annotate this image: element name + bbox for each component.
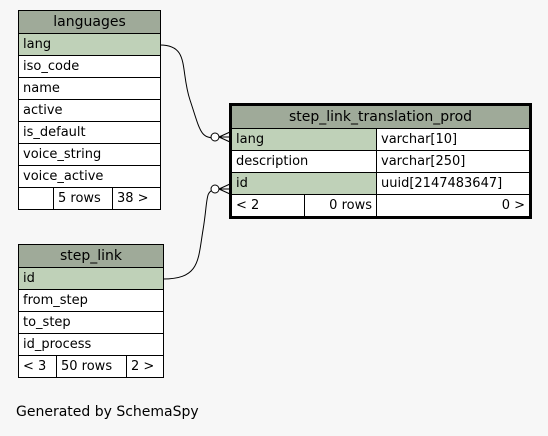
- column-lang[interactable]: lang: [17, 33, 162, 56]
- column-name[interactable]: name: [17, 77, 162, 100]
- footer-children[interactable]: 0 >: [375, 194, 531, 217]
- column-description[interactable]: description: [231, 150, 377, 173]
- footer-children[interactable]: 2 >: [125, 355, 165, 378]
- column-id[interactable]: id: [231, 172, 377, 195]
- column-id-type: uuid[2147483647]: [375, 172, 531, 195]
- edge-lang-to-languages: [159, 44, 216, 139]
- column-iso-code[interactable]: iso_code: [17, 55, 162, 78]
- table-languages[interactable]: languages lang iso_code name active is_d…: [17, 10, 162, 210]
- edge-lang-optional-marker: [210, 132, 220, 142]
- column-id-process[interactable]: id_process: [17, 333, 165, 356]
- column-active[interactable]: active: [17, 99, 162, 122]
- column-description-type: varchar[250]: [375, 150, 531, 173]
- table-title[interactable]: languages: [17, 10, 162, 34]
- edge-id-to-step-link: [162, 189, 216, 280]
- table-step-link[interactable]: step_link id from_step to_step id_proces…: [17, 244, 165, 378]
- column-voice-string[interactable]: voice_string: [17, 143, 162, 166]
- footer-row-count: 0 rows: [304, 194, 377, 217]
- edge-id-optional-marker: [210, 184, 220, 194]
- column-voice-active[interactable]: voice_active: [17, 165, 162, 188]
- column-to-step[interactable]: to_step: [17, 311, 165, 334]
- table-step-link-translation-prod[interactable]: step_link_translation_prod lang varchar[…: [228, 103, 533, 219]
- footer-parents[interactable]: < 2: [231, 194, 305, 217]
- table-title[interactable]: step_link_translation_prod: [230, 105, 531, 129]
- footer-parents[interactable]: < 3: [18, 355, 57, 378]
- footer-children[interactable]: 38 >: [111, 187, 162, 210]
- table-title[interactable]: step_link: [17, 244, 165, 268]
- footer-row-count: 50 rows: [56, 355, 127, 378]
- column-id[interactable]: id: [17, 267, 165, 290]
- column-lang-type: varchar[10]: [375, 128, 531, 151]
- generated-by-caption: Generated by SchemaSpy: [16, 404, 199, 420]
- column-lang[interactable]: lang: [231, 128, 377, 151]
- column-is-default[interactable]: is_default: [17, 121, 162, 144]
- edge-id-crowfoot: [218, 183, 231, 195]
- column-from-step[interactable]: from_step: [17, 289, 165, 312]
- footer-parents[interactable]: [18, 187, 54, 210]
- footer-row-count: 5 rows: [53, 187, 113, 210]
- edge-lang-crowfoot: [218, 131, 231, 143]
